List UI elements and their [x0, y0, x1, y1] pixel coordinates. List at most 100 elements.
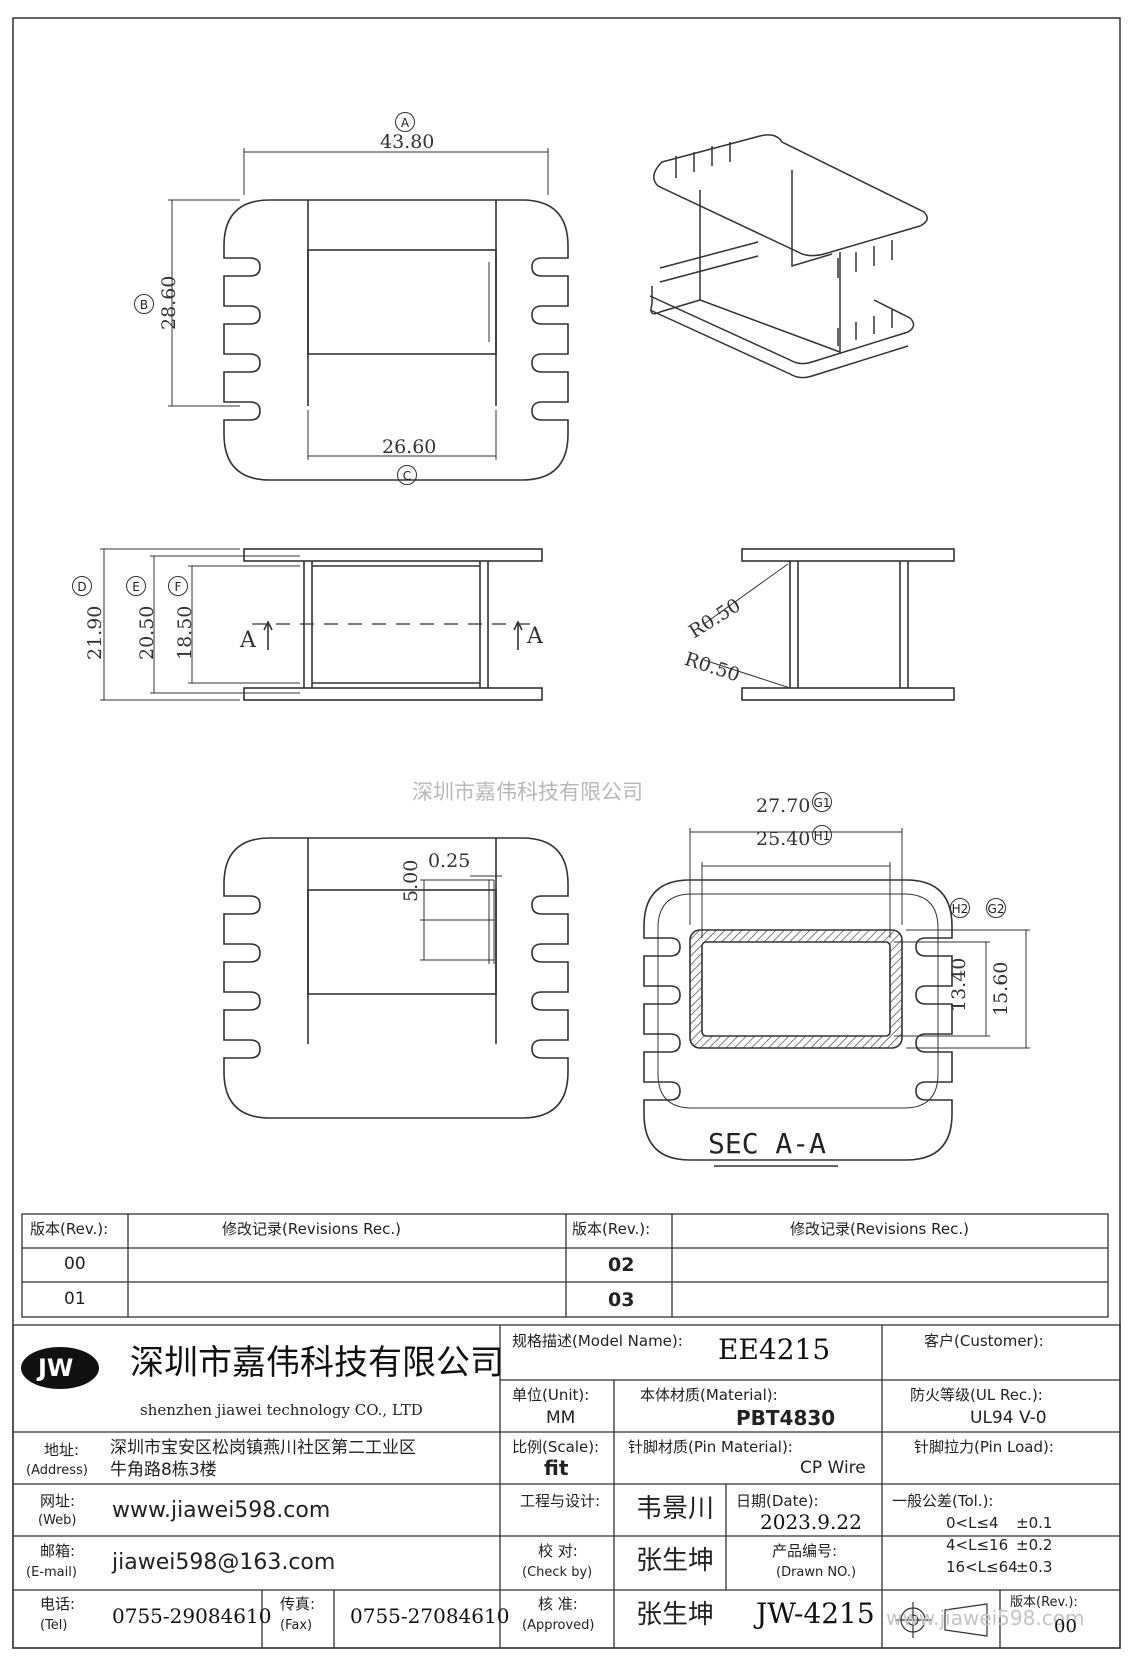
dim-h2-value: 13.40 [948, 957, 970, 1012]
logo-badge [21, 1347, 99, 1389]
dim-tag-c: C [397, 465, 417, 485]
ul-value: UL94 V-0 [970, 1408, 1047, 1428]
scale-value: fit [544, 1456, 569, 1480]
rev-row-01: 01 [64, 1289, 86, 1309]
check-value: 张生坤 [636, 1546, 715, 1576]
company-name-en: shenzhen jiawei technology CO., LTD [140, 1401, 423, 1419]
unit-value: MM [546, 1408, 576, 1428]
rev-header-right: 版本(Rev.): [572, 1220, 651, 1238]
tol-range-3: 16<L≤64 [946, 1558, 1018, 1576]
dim-a-value: 43.80 [380, 131, 435, 153]
projection-symbol [895, 1602, 988, 1638]
design-value: 韦景川 [636, 1494, 715, 1524]
title-block-lines [12, 1324, 1121, 1649]
tel-label-cn: 电话: [40, 1595, 76, 1613]
address-line1: 深圳市宝安区松岗镇燕川社区第二工业区 [110, 1438, 416, 1458]
pin-load-label: 针脚拉力(Pin Load): [914, 1438, 1054, 1456]
tel-label-en: (Tel) [40, 1618, 68, 1633]
approve-value: 张生坤 [636, 1600, 715, 1630]
web-label-cn: 网址: [40, 1492, 76, 1510]
rev-row-00: 00 [64, 1254, 86, 1274]
revision-table-lines [21, 1213, 1109, 1318]
dim-g2-value: 15.60 [990, 961, 1012, 1016]
section-view [643, 828, 1030, 1167]
section-marker-right: A [527, 624, 543, 649]
rev-row-03: 03 [608, 1289, 635, 1311]
fax-label-cn: 传真: [280, 1595, 316, 1613]
rev-label: 版本(Rev.): [1010, 1595, 1078, 1610]
dim-h1-value: 25.40 [756, 828, 811, 850]
check-label-cn: 校 对: [538, 1542, 578, 1560]
address-label-en: (Address) [26, 1463, 88, 1478]
watermark-company: 深圳市嘉伟科技有限公司 [412, 780, 643, 804]
material-label: 本体材质(Material): [640, 1386, 778, 1404]
rev-header-left: 版本(Rev.): [30, 1220, 109, 1238]
model-value: EE4215 [718, 1333, 831, 1366]
dim-tag-e: E [126, 576, 146, 596]
isometric-view [649, 134, 928, 379]
tol-value-2: ±0.2 [1016, 1536, 1053, 1554]
scale-label: 比例(Scale): [512, 1438, 600, 1456]
tol-label: 一般公差(Tol.): [892, 1492, 994, 1510]
tol-value-1: ±0.1 [1016, 1514, 1053, 1532]
dim-e-value: 20.50 [136, 605, 158, 660]
section-label: SEC A-A [708, 1127, 827, 1160]
dim-tag-h2: H2 [950, 898, 970, 918]
email-label-en: (E-mail) [26, 1565, 77, 1580]
approve-label-cn: 核 准: [538, 1595, 578, 1613]
dim-tag-g2: G2 [986, 898, 1006, 918]
dim-f-value: 18.50 [174, 605, 196, 660]
approve-label-en: (Approved) [522, 1618, 595, 1633]
email-label-cn: 邮箱: [40, 1542, 76, 1560]
company-name-cn: 深圳市嘉伟科技有限公司 [130, 1343, 504, 1383]
email-value: jiawei598@163.com [112, 1550, 336, 1575]
rev-value: 00 [1054, 1616, 1077, 1637]
tol-range-1: 0<L≤4 [946, 1514, 999, 1532]
dim-c-value: 26.60 [382, 436, 437, 458]
company-logo: JW [38, 1354, 74, 1382]
side-view [703, 548, 955, 701]
bottom-view [223, 837, 569, 1119]
web-value: www.jiawei598.com [112, 1498, 331, 1523]
tol-value-3: ±0.3 [1016, 1558, 1053, 1576]
address-label-cn: 地址: [44, 1441, 80, 1459]
unit-label: 单位(Unit): [512, 1386, 590, 1404]
fax-label-en: (Fax) [280, 1618, 313, 1633]
dim-tag-b: B [134, 294, 154, 314]
rec-header-right: 修改记录(Revisions Rec.) [790, 1220, 969, 1238]
tol-range-2: 4<L≤16 [946, 1536, 1009, 1554]
dim-g1-value: 27.70 [756, 795, 811, 817]
dim-tag-g1: G1 [812, 792, 832, 812]
pin-pitch-value: 5.00 [400, 859, 422, 902]
dim-tag-h1: H1 [812, 825, 832, 845]
design-label: 工程与设计: [520, 1492, 601, 1510]
dim-tag-d: D [72, 576, 92, 596]
model-label: 规格描述(Model Name): [512, 1332, 683, 1350]
check-label-en: (Check by) [522, 1565, 593, 1580]
rec-header-left: 修改记录(Revisions Rec.) [222, 1220, 401, 1238]
ul-label: 防火等级(UL Rec.): [910, 1386, 1043, 1404]
drawn-label-en: (Drawn NO.) [776, 1565, 857, 1580]
address-line2: 牛角路8栋3楼 [110, 1460, 217, 1480]
fax-value: 0755-27084610 [350, 1604, 510, 1628]
date-value: 2023.9.22 [760, 1510, 862, 1534]
rev-row-02: 02 [608, 1254, 635, 1276]
material-value: PBT4830 [736, 1406, 836, 1430]
drawn-label-cn: 产品编号: [772, 1542, 838, 1560]
dim-tag-f: F [168, 576, 188, 596]
footer-watermark: www.jiawei598.com [886, 1606, 1085, 1630]
date-label: 日期(Date): [736, 1492, 819, 1510]
dim-d-value: 21.90 [84, 605, 106, 660]
pin-material-value: CP Wire [800, 1458, 866, 1478]
drawn-no-value: JW-4215 [756, 1597, 875, 1630]
tel-value: 0755-29084610 [112, 1604, 272, 1628]
section-marker-left: A [240, 628, 256, 653]
dim-b-value: 28.60 [158, 275, 180, 330]
dim-tag-a: A [395, 112, 415, 132]
pin-material-label: 针脚材质(Pin Material): [628, 1438, 793, 1456]
top-view [168, 148, 569, 481]
pin-width-value: 0.25 [428, 850, 471, 872]
customer-label: 客户(Customer): [924, 1332, 1044, 1350]
